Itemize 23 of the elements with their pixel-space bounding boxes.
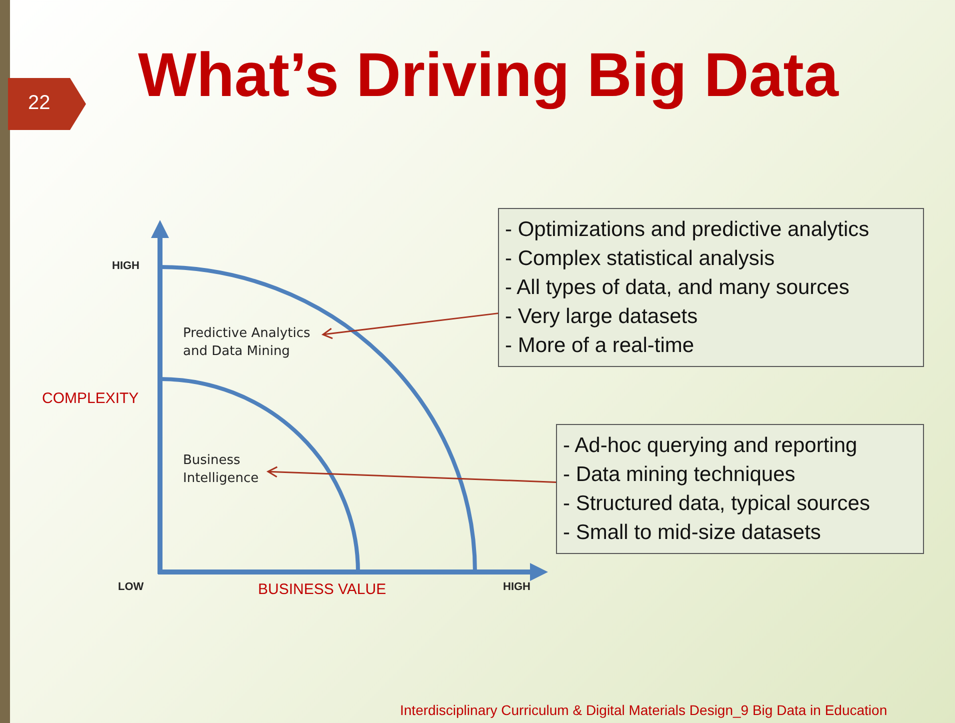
bullet-text: - Optimizations and predictive analytics [505, 217, 870, 243]
slide-title: What’s Driving Big Data [138, 40, 838, 111]
text-box [498, 208, 924, 367]
axis-label: HIGH [112, 260, 140, 272]
axis-label: LOW [118, 581, 144, 593]
region-label: Business Intelligence [183, 452, 268, 488]
bullet-text: - More of a real-time [505, 333, 696, 359]
bullet-text: - Small to mid-size datasets [563, 520, 822, 546]
arrow [322, 312, 498, 340]
axis-title: BUSINESS VALUE [258, 581, 386, 598]
bullet-text: - Data mining techniques [563, 462, 796, 488]
bullet-text: - Very large datasets [505, 304, 699, 330]
text-box [556, 424, 924, 554]
bullet-text: - Structured data, typical sources [563, 491, 871, 517]
footer-text: Interdisciplinary Curriculum & Digital Materials Design_9 Big Data in Education [400, 702, 888, 718]
bullet-text: - Ad-hoc querying and reporting [563, 433, 858, 459]
region-label: Predictive Analytics and Data Mining [183, 325, 323, 361]
slide-number: 22 [28, 92, 50, 115]
bullet-text: - Complex statistical analysis [505, 246, 776, 272]
axis-label: HIGH [503, 581, 530, 593]
bullet-text: - All types of data, and many sources [505, 275, 850, 301]
axis-title: COMPLEXITY [42, 390, 139, 407]
arrow [267, 466, 556, 483]
